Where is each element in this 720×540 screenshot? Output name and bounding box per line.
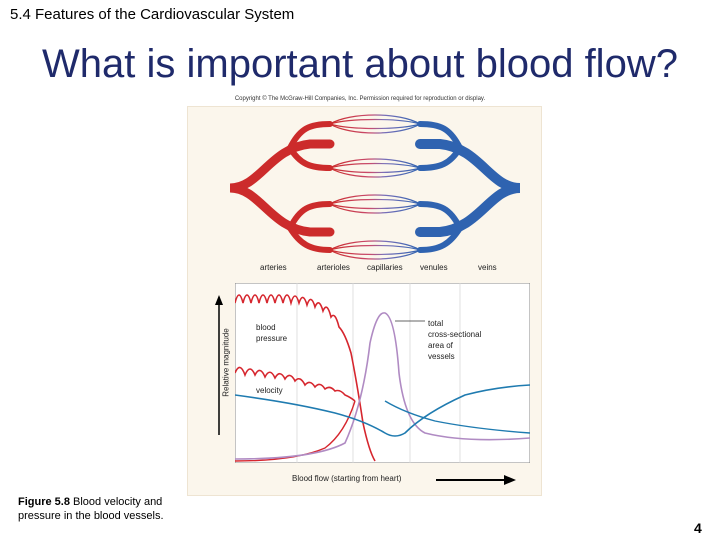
pressure-label-line2: pressure xyxy=(256,334,288,343)
area-curve xyxy=(235,312,530,460)
velocity-label: velocity xyxy=(256,386,283,395)
area-label-line4: vessels xyxy=(428,352,455,361)
figure-number: Figure 5.8 xyxy=(18,496,70,508)
y-axis-arrow xyxy=(215,295,223,435)
figure-caption-text: Blood velocity and pressure in the blood… xyxy=(18,496,164,522)
blood-vessel-illustration xyxy=(230,114,520,260)
velocity-curve xyxy=(235,384,530,437)
section-heading: 5.4 Features of the Cardiovascular Syste… xyxy=(10,6,295,23)
slide-title: What is important about blood flow? xyxy=(42,42,678,86)
area-label-line1: total xyxy=(428,319,444,328)
label-venules: venules xyxy=(420,263,448,272)
area-label-line2: cross-sectional xyxy=(428,330,482,339)
label-arterioles: arterioles xyxy=(317,263,350,272)
page-number: 4 xyxy=(694,520,702,536)
pressure-label: blood pressure xyxy=(256,322,287,344)
pressure-curve-upper xyxy=(235,294,376,462)
copyright-notice: Copyright © The McGraw-Hill Companies, I… xyxy=(234,96,486,102)
x-axis-arrow xyxy=(436,475,516,485)
label-capillaries: capillaries xyxy=(367,263,403,272)
area-label-line3: area of xyxy=(428,341,453,350)
pressure-label-line1: blood xyxy=(256,323,276,332)
figure-caption: Figure 5.8 Blood velocity and pressure i… xyxy=(18,495,188,523)
blood-flow-graph xyxy=(235,283,530,463)
label-arteries: arteries xyxy=(260,263,287,272)
velocity-curve-lower xyxy=(384,400,530,434)
velocity-rise-curve xyxy=(235,400,356,462)
area-label: total cross-sectional area of vessels xyxy=(428,318,481,362)
label-veins: veins xyxy=(478,263,497,272)
x-axis-label: Blood flow (starting from heart) xyxy=(292,474,402,483)
pressure-curve-lower xyxy=(235,366,356,402)
